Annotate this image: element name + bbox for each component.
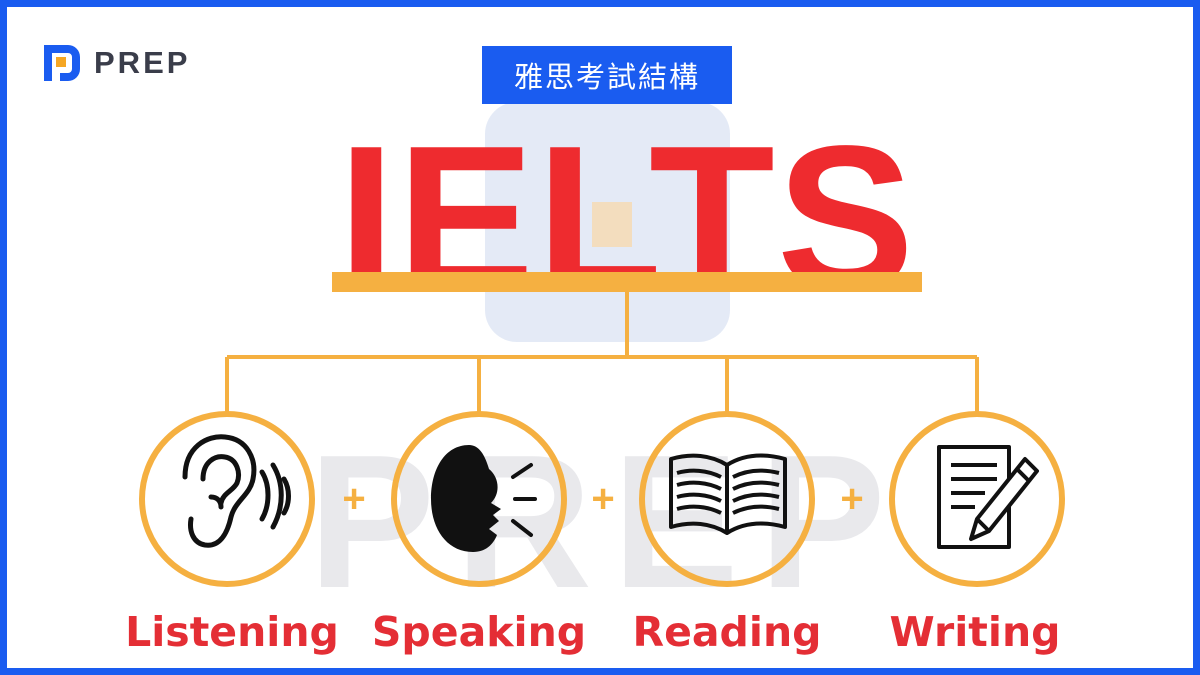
ear-icon (182, 434, 291, 548)
watermark-logo-dot (592, 202, 632, 247)
brand-name: PREP (94, 45, 191, 80)
plus-sign-1: + (342, 477, 366, 521)
open-book-icon (669, 453, 787, 535)
listening-circle (139, 411, 315, 587)
speaking-circle (391, 411, 567, 587)
skill-label-listening: Listening (125, 608, 339, 656)
reading-circle (639, 411, 815, 587)
plus-sign-2: + (591, 477, 615, 521)
title-underline-bar (332, 272, 922, 292)
writing-circle (889, 411, 1065, 587)
watermark-text: PREP (308, 416, 905, 628)
skill-label-reading: Reading (632, 608, 822, 656)
skill-label-speaking: Speaking (371, 608, 587, 656)
brand-logo: PREP (42, 43, 190, 83)
pen-paper-icon (937, 445, 1039, 549)
skill-label-writing: Writing (889, 608, 1061, 656)
prep-logo-icon (44, 45, 80, 81)
skills-diagram (139, 272, 1065, 587)
plus-sign-3: + (840, 477, 864, 521)
title-badge: 雅思考試結構 (482, 46, 732, 104)
speaking-head-icon (431, 445, 537, 552)
